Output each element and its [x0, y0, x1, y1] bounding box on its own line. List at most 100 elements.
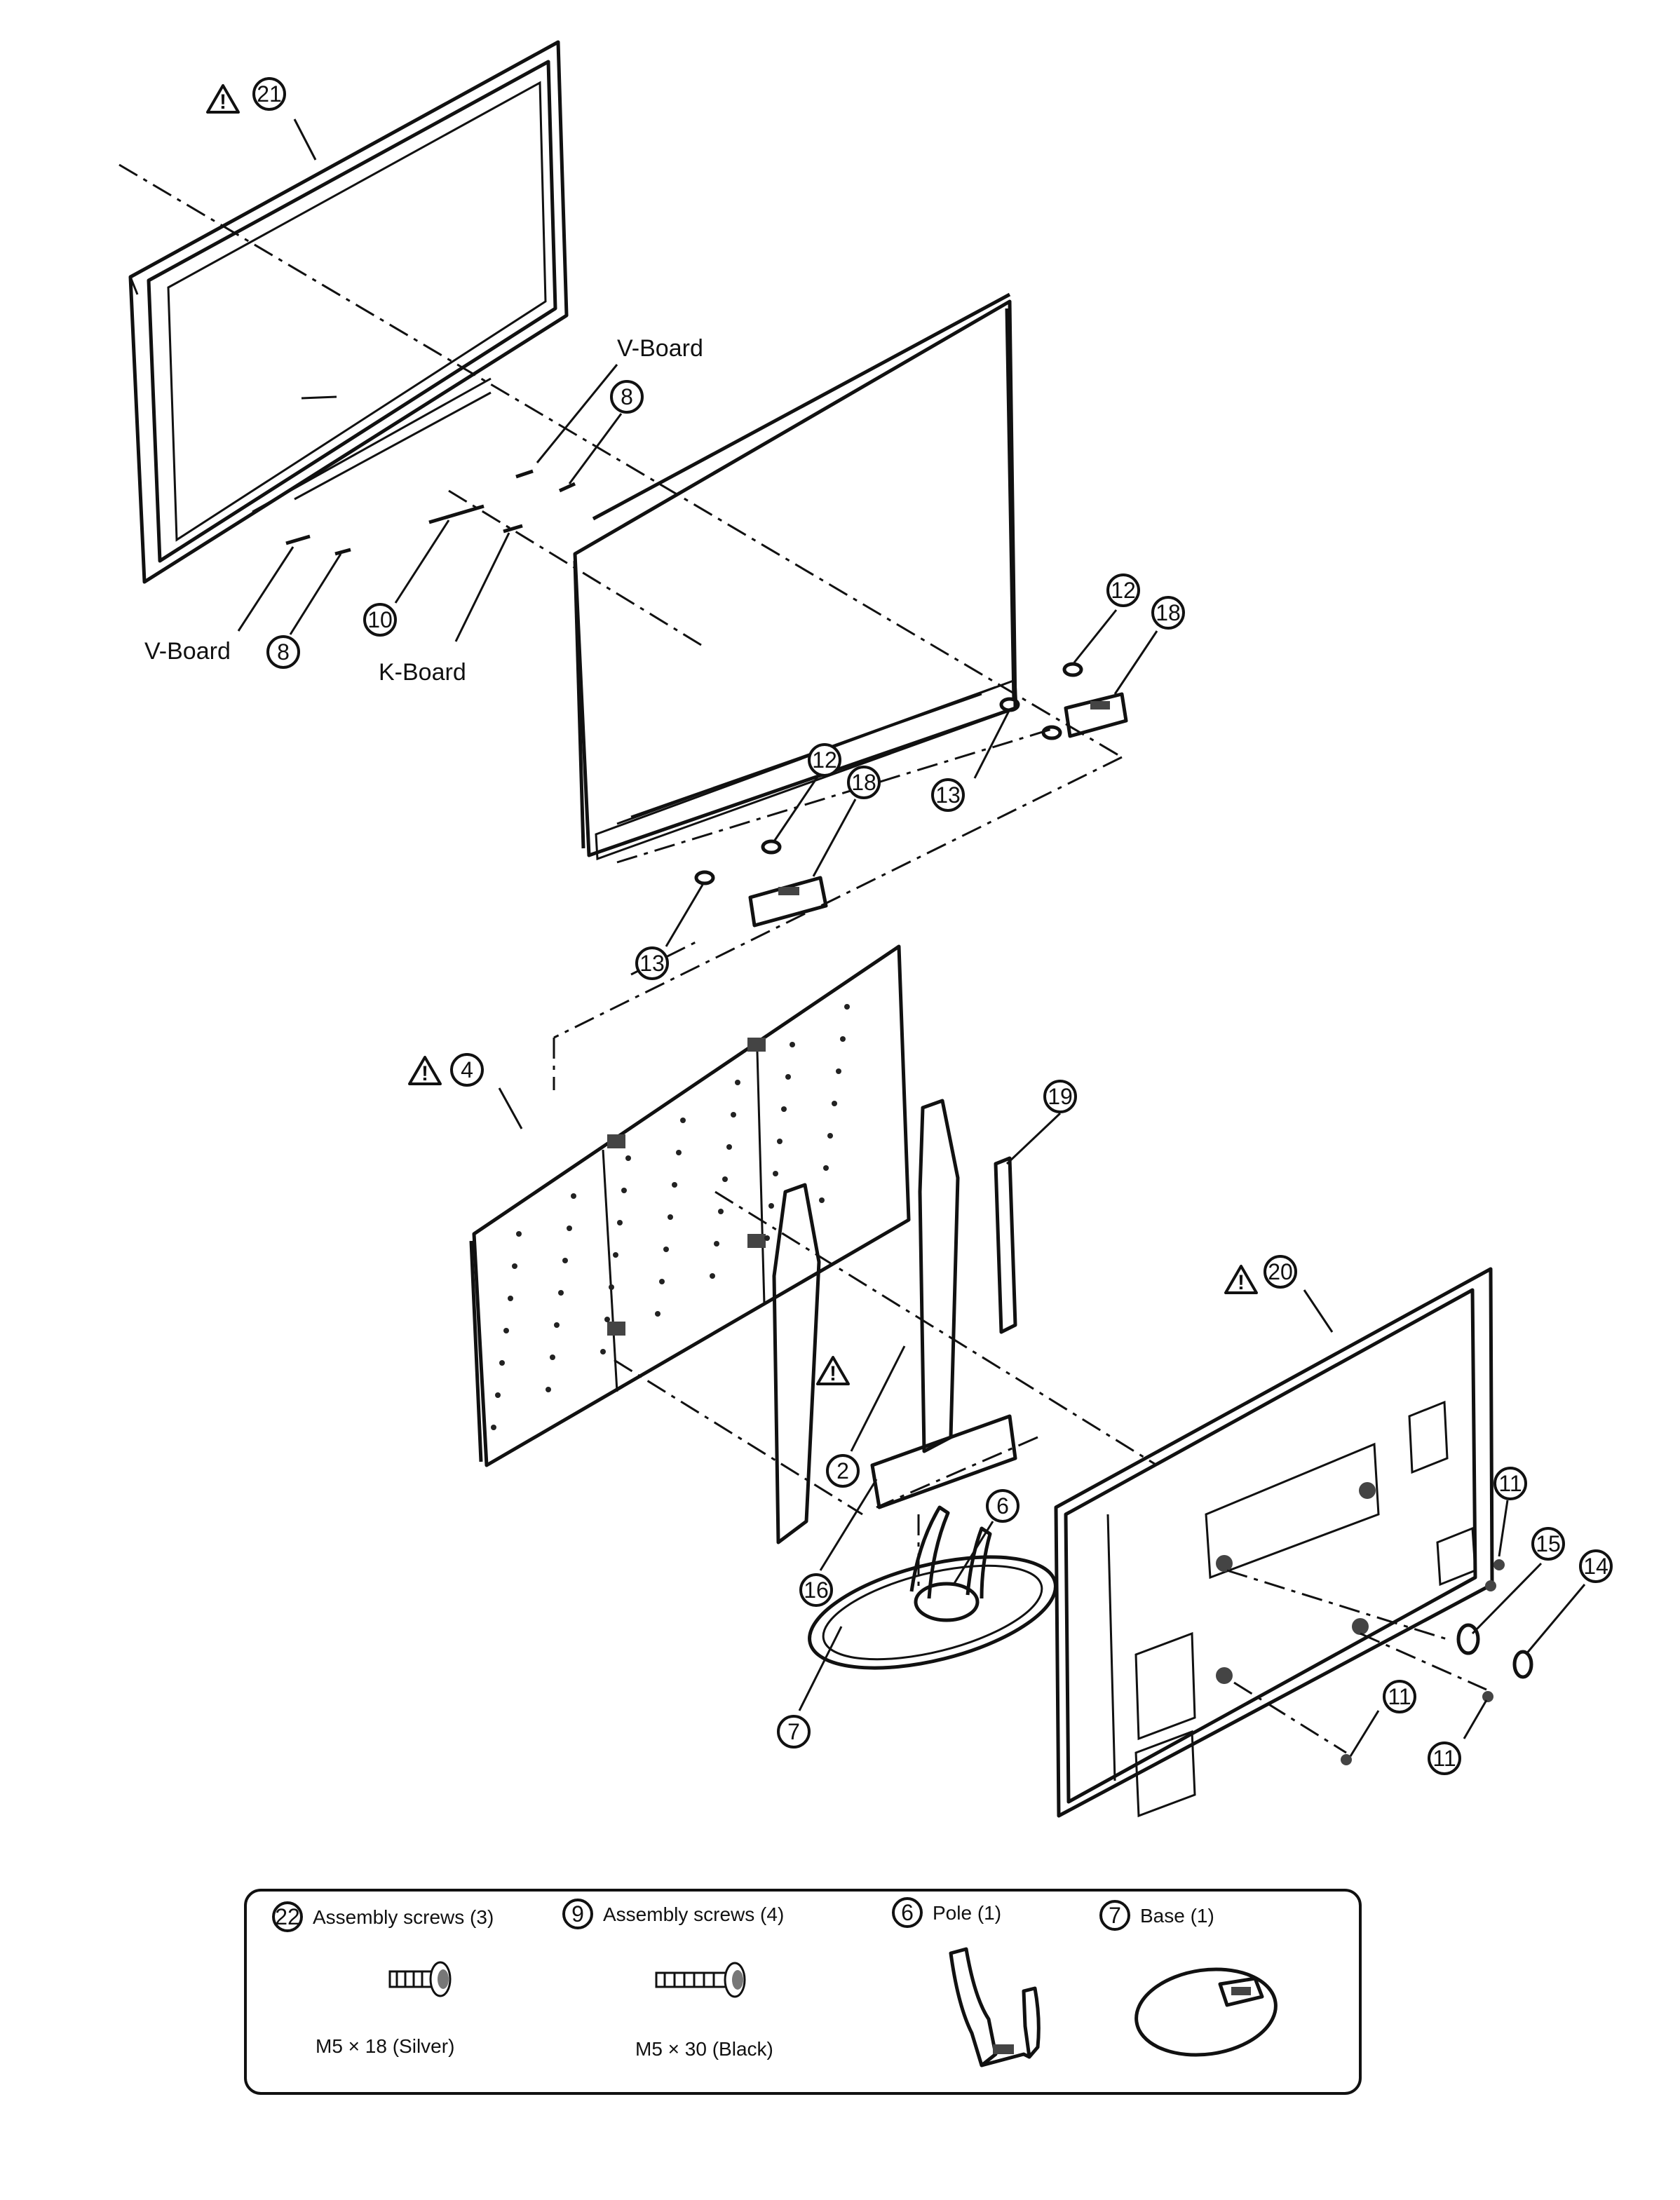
chassis-hole	[617, 1220, 623, 1225]
callout-6: 6	[986, 1489, 1019, 1523]
rear-cover	[1054, 1267, 1494, 1818]
chassis-hole	[832, 1101, 837, 1106]
svg-text:Base (1): Base (1)	[1140, 1905, 1214, 1927]
v-board-left-label: V-Board	[144, 638, 231, 665]
svg-text:21: 21	[257, 81, 282, 107]
svg-text:12: 12	[812, 747, 837, 773]
chassis-hole	[735, 1080, 740, 1085]
callout-12-right: 12	[1106, 573, 1140, 607]
svg-text:M5 × 30 (Black): M5 × 30 (Black)	[635, 2038, 773, 2060]
chassis-hole	[710, 1273, 715, 1279]
accessory-base-7: 7 Base (1)	[1099, 1900, 1278, 2057]
callout-18-left: 18	[847, 766, 881, 799]
svg-text:Pole (1): Pole (1)	[933, 1902, 1001, 1924]
chassis-hole	[680, 1118, 686, 1123]
svg-text:!: !	[1238, 1271, 1245, 1294]
svg-text:20: 20	[1268, 1259, 1293, 1284]
svg-text:16: 16	[804, 1577, 829, 1603]
chassis-hole	[785, 1074, 791, 1080]
chassis-hole	[819, 1197, 825, 1203]
callout-11-bottom: 11	[1428, 1741, 1461, 1775]
chassis-hole	[781, 1106, 787, 1112]
v-board-top-part	[515, 469, 534, 479]
svg-text:!: !	[219, 90, 226, 114]
svg-text:11: 11	[1388, 1684, 1411, 1709]
v-board-left-part	[285, 534, 311, 545]
svg-text:8: 8	[277, 639, 290, 665]
v-board-top-label: V-Board	[617, 335, 703, 362]
svg-text:11: 11	[1498, 1471, 1522, 1496]
chassis-hole	[567, 1225, 572, 1231]
callout-8-top: 8	[610, 380, 644, 414]
spacer-right	[1041, 725, 1062, 740]
chassis-hole	[503, 1328, 509, 1333]
svg-text:7: 7	[1109, 1903, 1121, 1928]
callout-14: 14	[1579, 1549, 1613, 1583]
chassis-hole	[672, 1182, 677, 1188]
svg-text:15: 15	[1536, 1531, 1561, 1556]
chassis-hole	[625, 1155, 631, 1161]
callout-4: 4	[450, 1053, 484, 1087]
pole-icon	[949, 1947, 1041, 2067]
callout-12-left: 12	[808, 743, 841, 777]
chassis-hole	[777, 1139, 783, 1144]
chassis-hole	[604, 1317, 610, 1322]
callout-13-left: 13	[635, 946, 669, 980]
front-bezel	[128, 40, 569, 584]
accessory-assembly-screws-9: 9 Assembly screws (4) M5 × 30 (Black)	[562, 1899, 784, 2060]
chassis-hole	[550, 1354, 555, 1360]
chassis-hole	[827, 1133, 833, 1139]
stand-bracket-right	[918, 1099, 960, 1453]
chassis-hole	[714, 1241, 719, 1247]
foot-14	[1512, 1650, 1533, 1679]
chassis-hole	[609, 1284, 614, 1290]
svg-text:10: 10	[367, 607, 393, 632]
screw-11-a	[1493, 1559, 1505, 1570]
callout-2: 2	[826, 1454, 860, 1488]
svg-text:Assembly screws (3): Assembly screws (3)	[313, 1906, 494, 1928]
accessory-pole-6: 6 Pole (1)	[892, 1897, 1041, 2067]
svg-text:13: 13	[639, 951, 665, 976]
svg-text:11: 11	[1432, 1746, 1456, 1771]
svg-text:22: 22	[275, 1904, 300, 1929]
chassis-hole	[676, 1150, 682, 1155]
accessory-assembly-screws-22: 22 Assembly screws (3) M5 × 18 (Silver)	[272, 1901, 494, 2057]
svg-text:13: 13	[935, 782, 961, 808]
chassis-hole	[621, 1188, 627, 1193]
svg-text:4: 4	[461, 1057, 473, 1082]
svg-text:7: 7	[787, 1719, 800, 1744]
k-board-label: K-Board	[379, 659, 466, 686]
chassis-hole	[790, 1042, 795, 1047]
chassis-hole	[768, 1203, 774, 1209]
assembly-lines	[118, 163, 1487, 1754]
foot-15	[1456, 1623, 1480, 1655]
chassis-hole	[764, 1235, 770, 1241]
svg-text:14: 14	[1583, 1554, 1608, 1579]
chassis-hole	[546, 1387, 551, 1392]
chassis-hole	[491, 1425, 496, 1430]
chassis-hole	[840, 1036, 846, 1042]
warning-icon-2: !	[816, 1356, 850, 1385]
v-board-screw-left	[334, 548, 351, 556]
speaker-left	[748, 876, 828, 928]
screw-long-icon	[655, 1962, 746, 1998]
svg-text:6: 6	[901, 1900, 914, 1925]
cushion-12-left	[761, 839, 782, 855]
chassis-hole	[558, 1290, 564, 1296]
svg-text:2: 2	[836, 1458, 849, 1483]
warning-icon-20: !	[1224, 1265, 1258, 1294]
bracket-16	[870, 1414, 1017, 1509]
screw-short-icon	[388, 1961, 452, 1997]
callout-11-top: 11	[1493, 1467, 1527, 1500]
callout-19: 19	[1043, 1080, 1077, 1113]
svg-text:19: 19	[1048, 1084, 1073, 1109]
svg-text:8: 8	[621, 384, 633, 409]
chassis-hole	[773, 1171, 778, 1176]
chassis-hole	[562, 1258, 568, 1263]
callout-20: 20	[1264, 1255, 1297, 1289]
chassis-hole	[655, 1311, 661, 1317]
cushion-13-left	[694, 870, 715, 885]
callout-7: 7	[777, 1715, 811, 1749]
svg-text:6: 6	[996, 1493, 1009, 1519]
